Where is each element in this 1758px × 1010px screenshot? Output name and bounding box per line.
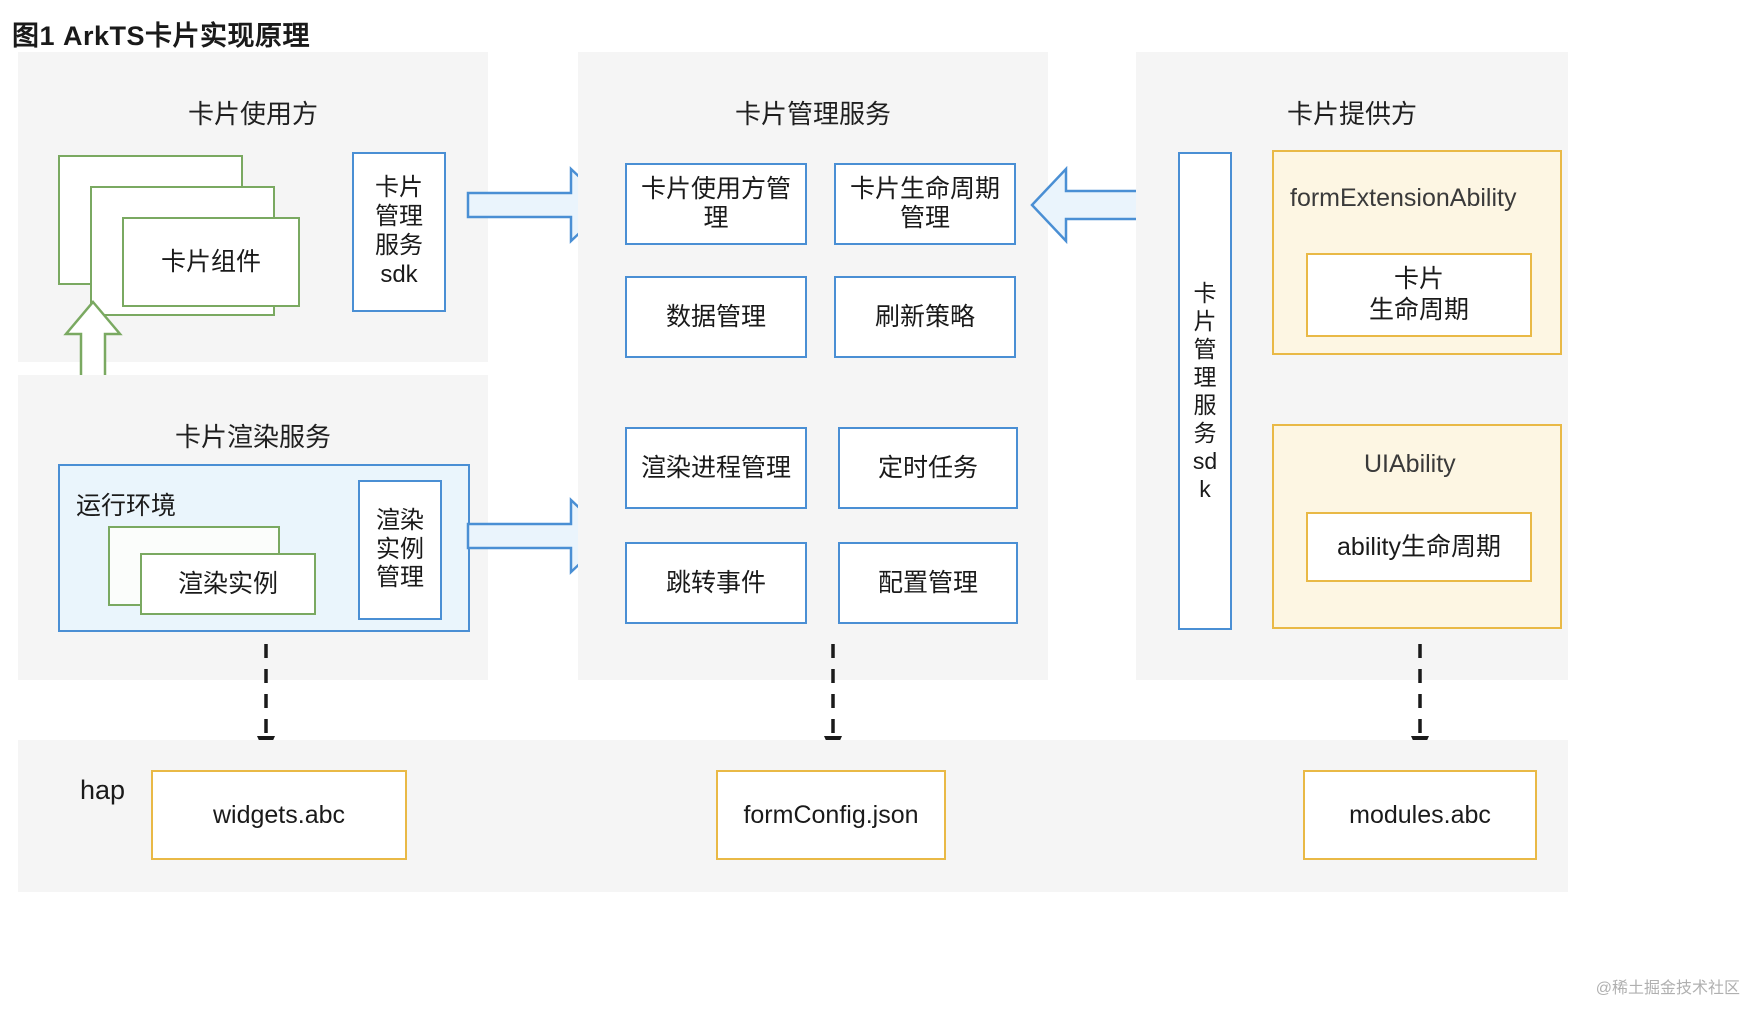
card-component[interactable]: 卡片组件	[122, 217, 300, 307]
provider-sdk-box[interactable]: 卡片管理服务sdk	[1178, 152, 1232, 630]
form-lifecycle-label: 卡片 生命周期	[1368, 264, 1469, 324]
ability-lifecycle-box[interactable]: ability生命周期	[1306, 512, 1532, 582]
module-card-consumer-management[interactable]: 卡片使用方管理	[625, 163, 807, 245]
form-lifecycle-box[interactable]: 卡片 生命周期	[1306, 253, 1532, 337]
provider-sdk-label: 卡片管理服务sdk	[1192, 279, 1218, 503]
artifact-label: formConfig.json	[743, 800, 919, 829]
watermark: @稀土掘金技术社区	[1595, 980, 1740, 997]
render-instance-label: 渲染实例	[177, 569, 278, 598]
artifact-label: modules.abc	[1349, 800, 1491, 829]
module-label: 数据管理	[665, 302, 766, 331]
module-label: 刷新策略	[874, 302, 975, 331]
artifact-form-config-json[interactable]: formConfig.json	[716, 770, 946, 860]
module-config-management[interactable]: 配置管理	[838, 542, 1018, 624]
artifact-widgets-abc[interactable]: widgets.abc	[151, 770, 407, 860]
module-label: 配置管理	[877, 568, 978, 597]
hap-label: hap	[80, 775, 126, 805]
panel-title-card-consumer: 卡片使用方	[187, 99, 318, 129]
render-instance[interactable]: 渲染实例	[140, 553, 316, 615]
module-data-management[interactable]: 数据管理	[625, 276, 807, 358]
module-jump-event[interactable]: 跳转事件	[625, 542, 807, 624]
runtime-environment-label: 运行环境	[76, 492, 177, 520]
card-component-label: 卡片组件	[160, 247, 261, 276]
render-instance-manager-label: 渲染实例管理	[376, 506, 424, 592]
module-card-lifecycle-management[interactable]: 卡片生命周期管理	[834, 163, 1016, 245]
module-label: 跳转事件	[665, 568, 766, 597]
ui-ability-label: UIAbility	[1364, 450, 1456, 478]
ability-lifecycle-label: ability生命周期	[1337, 532, 1501, 561]
figure-title: 图1 ArkTS卡片实现原理	[12, 21, 311, 51]
module-label: 渲染进程管理	[640, 453, 791, 482]
artifact-label: widgets.abc	[212, 800, 346, 829]
consumer-sdk-box[interactable]: 卡片管理服务sdk	[352, 152, 446, 312]
panel-title-card-provider: 卡片提供方	[1286, 99, 1417, 129]
module-scheduled-task[interactable]: 定时任务	[838, 427, 1018, 509]
form-extension-ability-label: formExtensionAbility	[1290, 184, 1517, 212]
render-instance-manager-box[interactable]: 渲染实例管理	[358, 480, 442, 620]
module-label: 定时任务	[877, 453, 978, 482]
module-label: 卡片使用方管理	[640, 175, 791, 232]
panel-title-card-management-service: 卡片管理服务	[734, 99, 891, 129]
module-label: 卡片生命周期管理	[849, 175, 1000, 232]
consumer-sdk-label: 卡片管理服务sdk	[375, 174, 423, 288]
panel-title-card-render-service: 卡片渲染服务	[174, 422, 331, 452]
artifact-modules-abc[interactable]: modules.abc	[1303, 770, 1537, 860]
module-refresh-policy[interactable]: 刷新策略	[834, 276, 1016, 358]
module-render-process-management[interactable]: 渲染进程管理	[625, 427, 807, 509]
